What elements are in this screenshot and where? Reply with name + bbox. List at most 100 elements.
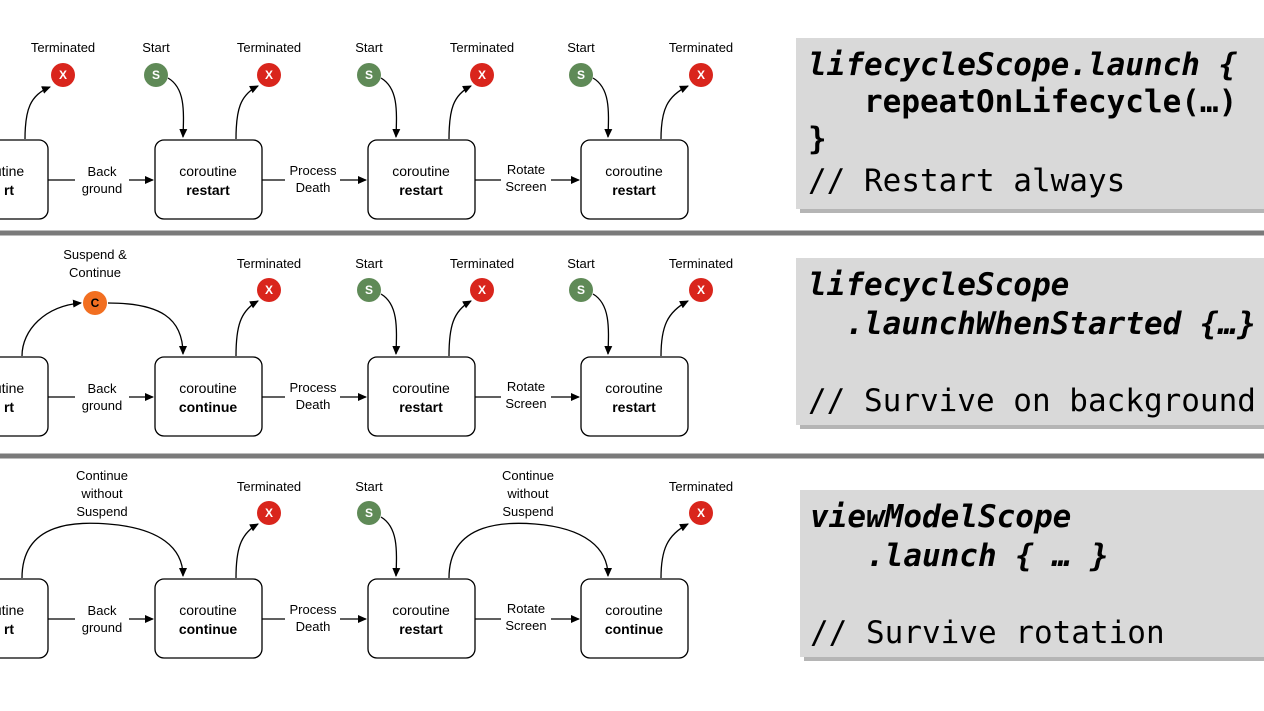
svg-text:Back: Back: [88, 381, 117, 396]
svg-text:C: C: [91, 296, 100, 310]
label-continue-without-suspend: without: [506, 486, 549, 501]
state-box-2: coroutine continue: [154, 578, 263, 659]
label-start: Start: [355, 40, 383, 55]
state-box-2: coroutine restart: [154, 139, 263, 220]
svg-text:utine: utine: [0, 602, 24, 618]
svg-text:Death: Death: [296, 180, 331, 195]
svg-text:ground: ground: [82, 181, 122, 196]
state-box-2: coroutine continue: [154, 356, 263, 437]
state-box-1: utine rt: [0, 356, 49, 437]
label-continue-without-suspend: without: [80, 486, 123, 501]
svg-text:X: X: [265, 506, 273, 520]
svg-text:Rotate: Rotate: [507, 162, 545, 177]
svg-text:Process: Process: [290, 380, 337, 395]
state-box-4: coroutine continue: [580, 578, 689, 659]
svg-text:coroutine: coroutine: [179, 163, 237, 179]
svg-text:X: X: [265, 68, 273, 82]
svg-text:S: S: [365, 283, 373, 297]
transition-rotate-screen: Rotate Screen: [475, 162, 580, 194]
svg-text:coroutine: coroutine: [605, 380, 663, 396]
transition-process-death: Process Death: [262, 380, 367, 412]
label-terminated: Terminated: [237, 256, 301, 271]
label-start: Start: [567, 256, 595, 271]
svg-text:utine: utine: [0, 163, 24, 179]
svg-text:Back: Back: [88, 164, 117, 179]
state-box-3: coroutine restart: [367, 578, 476, 659]
svg-text:S: S: [365, 68, 373, 82]
svg-text:// Survive on background: // Survive on background: [808, 383, 1256, 419]
svg-text:ground: ground: [82, 620, 122, 635]
code-panel-restart-always: lifecycleScope.launch { repeatOnLifecycl…: [796, 38, 1264, 213]
svg-text:X: X: [478, 68, 486, 82]
svg-text:X: X: [697, 68, 705, 82]
svg-text:coroutine: coroutine: [392, 163, 450, 179]
svg-text:Rotate: Rotate: [507, 379, 545, 394]
terminated-marker-icon: X: [257, 278, 281, 302]
label-terminated: Terminated: [450, 40, 514, 55]
label-continue-without-suspend: Suspend: [502, 504, 553, 519]
label-suspend-continue: Suspend &: [63, 247, 127, 262]
svg-text:Screen: Screen: [505, 618, 546, 633]
svg-text:coroutine: coroutine: [392, 380, 450, 396]
label-continue-without-suspend: Continue: [76, 468, 128, 483]
terminated-marker-icon: X: [689, 278, 713, 302]
svg-text:restart: restart: [399, 399, 443, 415]
start-marker-icon: S: [357, 501, 381, 525]
state-box-3: coroutine restart: [367, 139, 476, 220]
svg-text:// Survive rotation: // Survive rotation: [810, 615, 1165, 651]
start-marker-icon: S: [144, 63, 168, 87]
svg-text:coroutine: coroutine: [605, 602, 663, 618]
label-terminated: Terminated: [31, 40, 95, 55]
svg-text:rt: rt: [4, 621, 14, 637]
transition-background: Back ground: [48, 381, 154, 413]
transition-background: Back ground: [48, 164, 154, 196]
start-marker-icon: S: [569, 63, 593, 87]
svg-text:// Restart always: // Restart always: [808, 163, 1125, 199]
svg-text:X: X: [697, 506, 705, 520]
svg-text:S: S: [152, 68, 160, 82]
label-terminated: Terminated: [669, 479, 733, 494]
transition-process-death: Process Death: [262, 602, 367, 634]
svg-text:continue: continue: [605, 621, 664, 637]
label-start: Start: [142, 40, 170, 55]
terminated-marker-icon: X: [51, 63, 75, 87]
svg-text:Death: Death: [296, 619, 331, 634]
transition-rotate-screen: Rotate Screen: [475, 379, 580, 411]
label-suspend-continue: Continue: [69, 265, 121, 280]
start-marker-icon: S: [357, 278, 381, 302]
svg-text:Back: Back: [88, 603, 117, 618]
svg-text:ground: ground: [82, 398, 122, 413]
code-panel-survive-background: lifecycleScope .launchWhenStarted {…} //…: [796, 258, 1264, 429]
state-box-1: utine rt: [0, 578, 49, 659]
svg-text:restart: restart: [186, 182, 230, 198]
svg-text:rt: rt: [4, 399, 14, 415]
continue-marker-icon: C: [83, 291, 107, 315]
svg-text:Death: Death: [296, 397, 331, 412]
svg-text:.launch { … }: .launch { … }: [810, 538, 1109, 574]
label-start: Start: [355, 256, 383, 271]
terminated-marker-icon: X: [257, 63, 281, 87]
svg-text:repeatOnLifecycle(…): repeatOnLifecycle(…): [808, 84, 1237, 120]
state-box-1: utine rt: [0, 139, 49, 220]
label-terminated: Terminated: [669, 40, 733, 55]
state-box-3: coroutine restart: [367, 356, 476, 437]
svg-text:X: X: [478, 283, 486, 297]
svg-text:restart: restart: [399, 182, 443, 198]
row-survive-rotation: utine rt coroutine continue coroutine re…: [0, 468, 1264, 661]
label-continue-without-suspend: Continue: [502, 468, 554, 483]
svg-text:rt: rt: [4, 182, 14, 198]
svg-text:viewModelScope: viewModelScope: [810, 499, 1071, 535]
svg-text:.launchWhenStarted {…}: .launchWhenStarted {…}: [808, 306, 1256, 342]
svg-text:Rotate: Rotate: [507, 601, 545, 616]
start-marker-icon: S: [569, 278, 593, 302]
transition-rotate-screen: Rotate Screen: [475, 601, 580, 633]
svg-text:continue: continue: [179, 621, 238, 637]
svg-text:lifecycleScope: lifecycleScope: [808, 267, 1069, 303]
row-restart-always: utine rt coroutine restart coroutine res…: [0, 38, 1264, 220]
svg-text:X: X: [697, 283, 705, 297]
svg-text:restart: restart: [612, 182, 656, 198]
label-terminated: Terminated: [237, 479, 301, 494]
svg-text:S: S: [577, 283, 585, 297]
svg-text:utine: utine: [0, 380, 24, 396]
